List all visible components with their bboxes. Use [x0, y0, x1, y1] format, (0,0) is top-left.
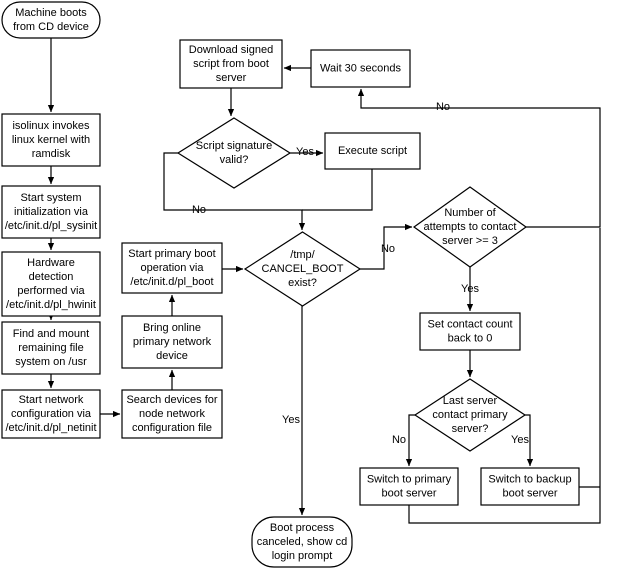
node-shape-cancelend [251, 516, 353, 568]
edge-primary-return [408, 228, 601, 524]
edge-last-yes-backup [525, 414, 534, 467]
node-shape-searchdev [121, 389, 223, 439]
node-shape-isolinux [1, 113, 101, 167]
edge-sigvalid-no-cancel [163, 152, 306, 231]
node-shape-sysinit [1, 185, 101, 239]
node-shape-bringonline [121, 315, 223, 369]
node-label-execscript: Execute script [338, 145, 407, 157]
edge-cancel-no-attempts [360, 223, 413, 270]
node-shape-resetcount [419, 312, 521, 351]
edge-label-label-sig-no: No [192, 204, 206, 216]
edge-label-label-cancel-yes: Yes [282, 414, 300, 426]
node-shape-netinit [1, 389, 101, 439]
node-shape-download [179, 39, 283, 89]
edge-attempts-no-wait [357, 88, 601, 228]
edge-label-label-cancel-no: No [381, 243, 395, 255]
node-shape-cancelboot [243, 231, 362, 307]
node-shape-switchbackup [480, 467, 580, 506]
edge-label-label-sig-yes: Yes [296, 146, 314, 158]
edge-label-label-last-yes: Yes [511, 434, 529, 446]
edge-last-no-primary [405, 414, 415, 467]
node-execscript[interactable]: Execute script [324, 132, 421, 170]
node-shape-wait30 [310, 49, 411, 88]
node-shape-plboot [121, 242, 223, 294]
node-shape-attempts [412, 186, 528, 268]
node-shape-mountusr [1, 321, 101, 375]
node-shape-lastprimary [413, 378, 527, 452]
node-wait30[interactable]: Wait 30 seconds [310, 49, 411, 88]
node-shape-start [1, 1, 101, 39]
node-shape-switchprimary [359, 467, 459, 506]
node-label-wait30: Wait 30 seconds [320, 62, 401, 74]
edges-layer [47, 38, 601, 524]
node-shape-hwinit [1, 251, 101, 317]
edge-label-label-last-no: No [392, 434, 406, 446]
edge-label-label-attempts-yes: Yes [461, 283, 479, 295]
node-shape-execscript [324, 132, 421, 170]
edge-label-label-attempts-no: No [436, 101, 450, 113]
edge-exec-cancelboot [302, 169, 373, 211]
node-shape-sigvalid [176, 117, 292, 189]
